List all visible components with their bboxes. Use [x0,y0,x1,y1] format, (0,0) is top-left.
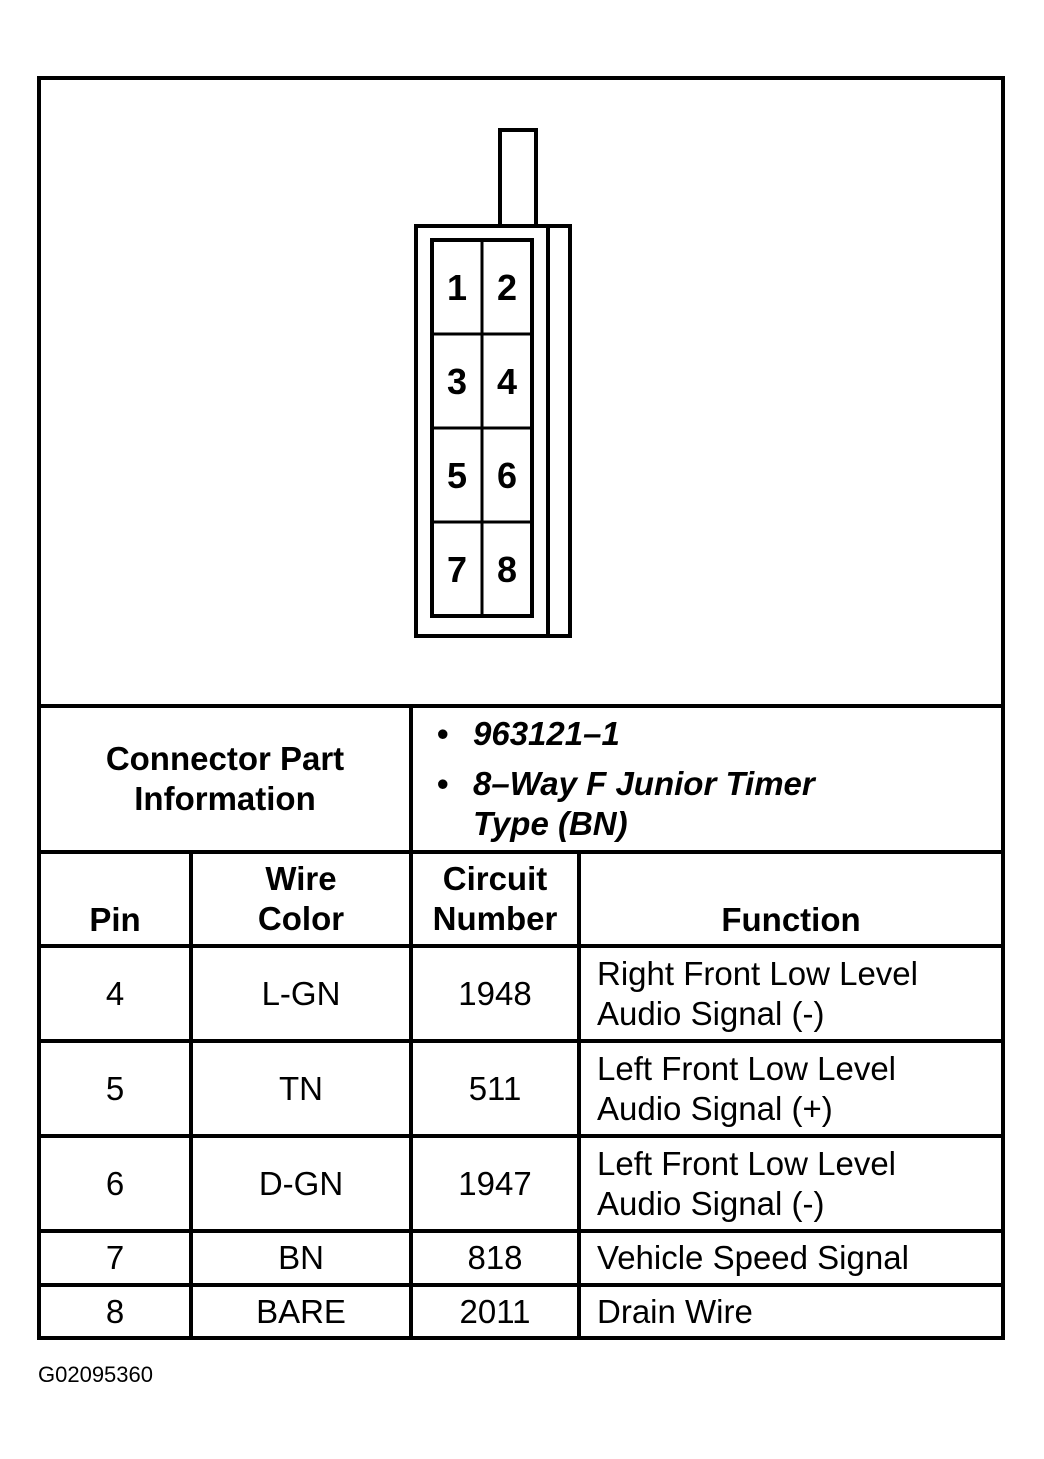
circuit-cell: 1948 [409,944,581,1043]
wire-color-cell: BARE [189,1283,413,1337]
function-cell: Left Front Low Level Audio Signal (+) [576,1039,1002,1138]
part-description: 8–Way F Junior Timer Type (BN) [437,764,1001,844]
connector-lead [498,128,538,228]
pin-number-label: 7 [447,549,467,590]
part-info-label: Connector Part Information [41,704,413,854]
pin-number-label: 6 [497,455,517,496]
header-pin: Pin [41,850,193,948]
function-cell: Drain Wire [576,1283,1002,1337]
pin-cell: 7 [41,1229,193,1287]
wire-color-cell: TN [189,1039,413,1138]
circuit-cell: 1947 [409,1134,581,1233]
circuit-cell: 818 [409,1229,581,1287]
wire-color-cell: L-GN [189,944,413,1043]
table-header-row: Pin Wire Color Circuit Number Function [41,850,1002,948]
pin-number-label: 2 [497,267,517,308]
header-wire-color: Wire Color [189,850,413,948]
part-number: 963121–1 [437,714,1001,764]
pin-cell: 8 [41,1283,193,1337]
function-cell: Vehicle Speed Signal [576,1229,1002,1287]
pin-number-label: 4 [497,361,517,402]
connector-body [414,224,572,638]
pin-cell: 4 [41,944,193,1043]
pin-number-label: 5 [447,455,467,496]
pin-number-label: 1 [447,267,467,308]
figure-id: G02095360 [38,1362,153,1387]
table-row: 7 BN 818 Vehicle Speed Signal [41,1229,1002,1287]
table-row: 6 D-GN 1947 Left Front Low Level Audio S… [41,1134,1002,1233]
pin-cell: 5 [41,1039,193,1138]
header-circuit-number: Circuit Number [409,850,581,948]
circuit-cell: 2011 [409,1283,581,1337]
header-function: Function [576,850,1002,948]
function-cell: Left Front Low Level Audio Signal (-) [576,1134,1002,1233]
connector-spec-table: Connector Part Information 963121–1 8–Wa… [41,704,1002,1337]
circuit-cell: 511 [409,1039,581,1138]
table-row: 4 L-GN 1948 Right Front Low Level Audio … [41,944,1002,1043]
table-row: 8 BARE 2011 Drain Wire [41,1283,1002,1337]
table-row: 5 TN 511 Left Front Low Level Audio Sign… [41,1039,1002,1138]
pin-cavity [480,520,534,618]
function-cell: Right Front Low Level Audio Signal (-) [576,944,1002,1043]
part-info-row: Connector Part Information 963121–1 8–Wa… [41,704,1002,854]
wire-color-cell: BN [189,1229,413,1287]
pin-number-label: 8 [497,549,517,590]
part-info-values: 963121–1 8–Way F Junior Timer Type (BN) [408,704,1002,854]
pin-cell: 6 [41,1134,193,1233]
wire-color-cell: D-GN [189,1134,413,1233]
pin-number-label: 3 [447,361,467,402]
